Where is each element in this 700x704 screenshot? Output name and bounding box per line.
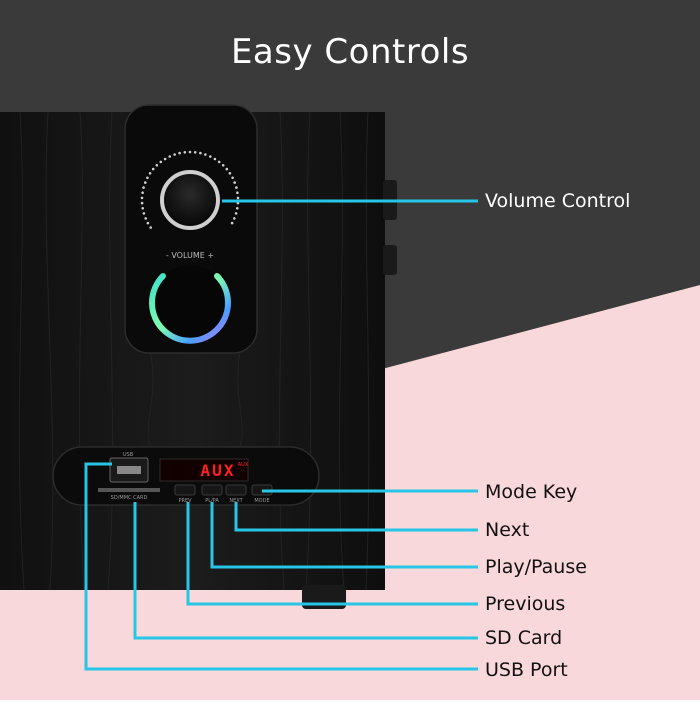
volume-dot (233, 181, 236, 184)
volume-dot (144, 217, 147, 220)
wood-grain (18, 111, 370, 591)
play-pause-button[interactable] (201, 484, 223, 496)
light-ring-base (152, 265, 228, 341)
volume-dot (142, 212, 146, 215)
volume-dot (141, 191, 144, 194)
mode-button-label: MODE (254, 498, 269, 504)
volume-dot (209, 155, 212, 158)
volume-dot (199, 151, 202, 155)
volume-dot (163, 157, 167, 161)
volume-dot (234, 212, 238, 215)
next-button-label: NEXT (229, 498, 243, 504)
volume-dots (140, 150, 240, 229)
volume-dot (233, 217, 236, 220)
play-pause-callout-line (210, 502, 478, 569)
volume-dot (228, 172, 232, 175)
volume-dot (140, 196, 144, 200)
volume-dot (146, 176, 149, 180)
volume-dot (221, 164, 225, 167)
volume-dot (146, 221, 150, 225)
volume-dot (236, 196, 240, 200)
next-button[interactable] (225, 484, 247, 496)
callout-mode-key: Mode Key (485, 481, 578, 503)
volume-dot (148, 172, 152, 175)
volume-dot (231, 176, 234, 180)
callout-sd-card: SD Card (485, 627, 563, 649)
volume-dot (188, 150, 192, 154)
next-callout-line (234, 502, 478, 532)
volume-dot (236, 207, 239, 210)
previous-callout-line (186, 502, 478, 606)
volume-dot (204, 153, 207, 156)
volume-dot (230, 221, 234, 225)
callout-previous: Previous (485, 593, 566, 615)
callout-usb-port: USB Port (485, 659, 568, 681)
side-knob-lower (383, 245, 397, 275)
page-title: Easy Controls (230, 32, 470, 72)
volume-dot (235, 186, 238, 189)
prev-button-label: PREV (178, 498, 192, 504)
volume-dot (140, 201, 144, 205)
volume-dot (168, 155, 171, 158)
display-badge: AUX (238, 462, 249, 468)
callout-volume-control: Volume Control (485, 190, 631, 212)
sd-card-callout-line (133, 502, 478, 640)
volume-dot (151, 167, 155, 171)
volume-dot (149, 226, 152, 229)
prev-button[interactable] (174, 484, 196, 496)
volume-dot (173, 153, 176, 156)
volume-dot (142, 186, 145, 189)
volume-dot (236, 191, 239, 194)
volume-knob-label: - VOLUME + (166, 251, 214, 260)
volume-dot (144, 181, 147, 184)
volume-dot (178, 151, 181, 155)
led-display (159, 458, 249, 482)
usb-port-socket (117, 466, 141, 474)
callout-lines (84, 199, 478, 671)
volume-dot (213, 157, 217, 161)
volume-dot (155, 164, 159, 167)
usb-callout-line (84, 462, 478, 671)
rgb-light-ring (149, 273, 231, 344)
volume-dot (193, 151, 197, 154)
sd-card-slot[interactable] (98, 488, 160, 492)
sd-label: SD/MMC CARD (111, 495, 148, 501)
volume-dot (183, 151, 187, 154)
volume-dot (225, 167, 229, 171)
volume-dot (217, 160, 221, 164)
volume-dot (141, 207, 144, 210)
callout-next: Next (485, 519, 530, 541)
display-text: AUX (201, 461, 236, 480)
play-pause-button-label: PL/PA (205, 498, 219, 504)
volume-knob[interactable] (160, 170, 220, 230)
volume-dot (159, 160, 163, 164)
usb-label: USB (123, 452, 134, 458)
callout-play-pause: Play/Pause (485, 556, 587, 578)
